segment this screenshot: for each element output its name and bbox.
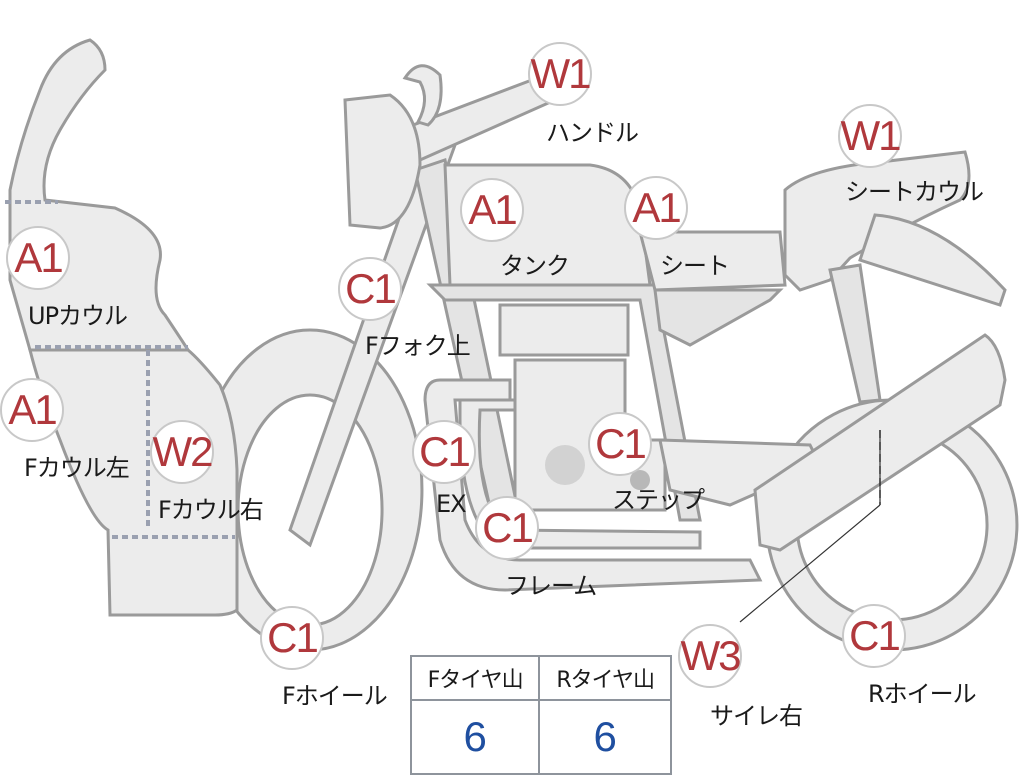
step-peg-left: [630, 470, 650, 490]
engine-top-shape: [498, 303, 630, 357]
headlight-shape: [343, 93, 422, 230]
mirror-shape: [402, 64, 443, 127]
handle-code-badge: W1: [528, 42, 592, 106]
ex-code-badge: C1: [412, 420, 476, 484]
step-label: ステップ: [612, 486, 705, 514]
lower-cowl-shape: [28, 348, 239, 617]
rear-shock-shape: [828, 263, 882, 404]
seat-cowl-label: シートカウル: [845, 178, 984, 206]
muffler-right-label: サイレ右: [710, 702, 803, 730]
tire-tread-table: Fタイヤ山 Rタイヤ山 6 6: [410, 655, 672, 775]
up-cowl-code-badge: A1: [6, 226, 70, 290]
up-cowl-label: UPカウル: [28, 302, 128, 330]
f-cowl-left-code-badge: A1: [0, 378, 64, 442]
r-wheel-label: Rホイール: [868, 680, 977, 708]
f-wheel-code-badge: C1: [260, 606, 324, 670]
step-code-badge: C1: [588, 412, 652, 476]
seat-label: シート: [660, 252, 730, 280]
rear-fender-shape: [858, 213, 1007, 307]
f-cowl-right-code-badge: W2: [150, 420, 214, 484]
frame-label: フレーム: [505, 572, 597, 600]
r-wheel-code-badge: C1: [842, 604, 906, 668]
f-cowl-left-label: Fカウル左: [24, 454, 130, 482]
frame-code-badge: C1: [475, 496, 539, 560]
ex-label: EX: [436, 490, 467, 518]
f-fork-upper-code-badge: C1: [338, 257, 402, 321]
f-fork-upper-label: Fフォク上: [365, 332, 471, 360]
front-tread-header: Fタイヤ山: [411, 656, 541, 701]
seat-shape: [638, 230, 787, 292]
frame-shape: [423, 378, 763, 592]
engine-cover-shape: [545, 445, 585, 485]
seat-underside-shape: [653, 288, 784, 347]
muffler-right-code-badge: W3: [678, 624, 742, 688]
rear-tread-value: 6: [593, 713, 617, 760]
tread-value-row: 6 6: [411, 700, 671, 774]
f-cowl-right-label: Fカウル右: [158, 496, 264, 524]
tank-label: タンク: [500, 252, 570, 280]
front-tread-value: 6: [411, 700, 541, 774]
tread-header-row: Fタイヤ山 Rタイヤ山: [411, 656, 671, 701]
rear-tread-header: Rタイヤ山: [539, 656, 671, 701]
seat-cowl-code-badge: W1: [838, 104, 902, 168]
handle-label: ハンドル: [546, 119, 639, 147]
seat-code-badge: A1: [624, 176, 688, 240]
tank-code-badge: A1: [460, 178, 524, 242]
f-wheel-label: Fホイール: [282, 682, 388, 710]
